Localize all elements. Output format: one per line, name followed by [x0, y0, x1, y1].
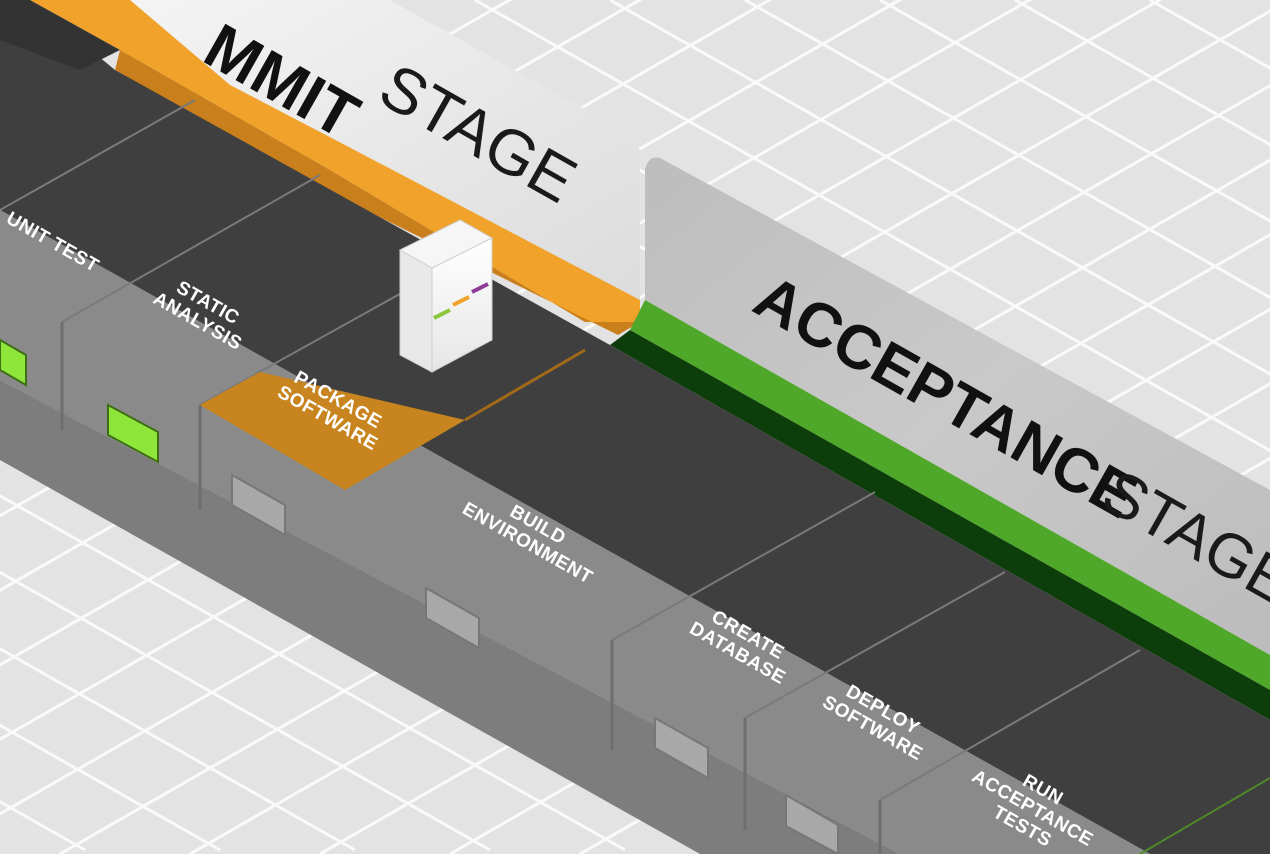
- artifact-stripe-purple: [471, 282, 489, 294]
- floor-grid-line: [474, 0, 1270, 453]
- deploy-software-indicator: [785, 793, 839, 854]
- package-software-track: [464, 348, 586, 422]
- floor-grid-line: [609, 0, 1270, 376]
- floor-grid-line: [879, 0, 1270, 223]
- floor-grid-line: [0, 570, 491, 852]
- software-artifact-icon: [398, 219, 494, 373]
- floor-grid-line: [0, 494, 626, 852]
- floor-accent-line: [1139, 777, 1270, 854]
- package-software-indicator: [231, 473, 286, 537]
- floor-grid-line: [744, 0, 1270, 300]
- floor-grid-line: [1014, 0, 1270, 147]
- floor-grid-line: [0, 647, 356, 852]
- static-analysis-indicator: [107, 403, 159, 464]
- status-indicators: [0, 338, 839, 854]
- artifact-stripe-orange: [452, 295, 470, 307]
- artifact-stripe-green: [433, 308, 451, 320]
- package-software-highlight: [200, 372, 465, 490]
- create-database-indicator: [654, 716, 709, 780]
- unit-test-indicator: [0, 338, 27, 387]
- build-environment-indicator: [425, 586, 480, 650]
